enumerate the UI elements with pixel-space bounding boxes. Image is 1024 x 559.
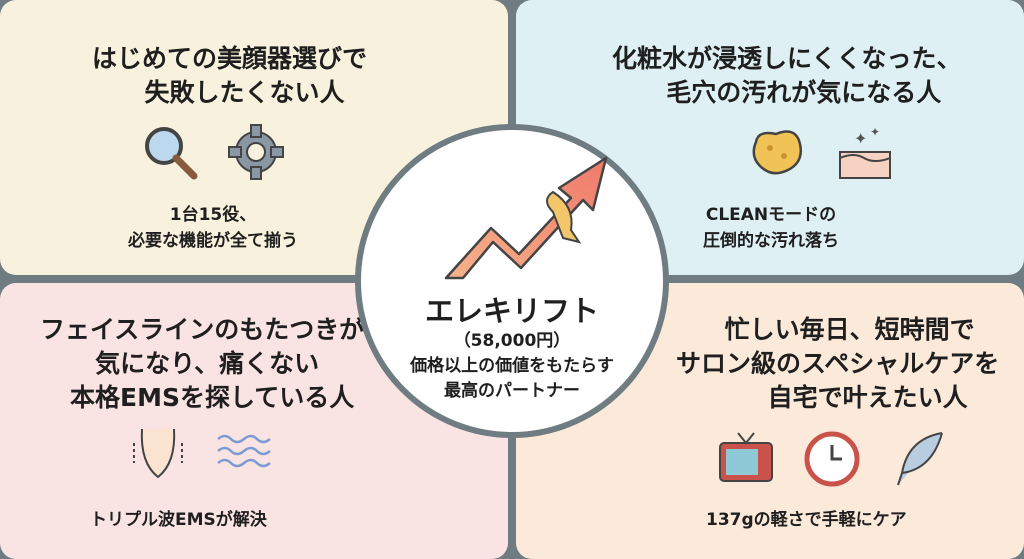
product-price: （58,000円） [453, 331, 571, 351]
quadrant-icons [716, 429, 948, 489]
product-center-circle: エレキリフト （58,000円） 価格以上の価値をもたらす最高のパートナー [355, 124, 669, 438]
quadrant-benefit: CLEANモードの圧倒的な汚れ落ち [703, 205, 839, 251]
quadrant-icons [128, 423, 274, 483]
quadrant-title: はじめての美顔器選びで失敗したくない人 [92, 44, 368, 107]
sponge-icon [752, 130, 802, 175]
product-tagline: 価格以上の価値をもたらす最高のパートナー [410, 356, 614, 401]
feather-icon [897, 432, 943, 486]
quadrant-icons: ✦✦ [748, 122, 894, 182]
quadrant-title: 化粧水が浸透しにくくなった、毛穴の汚れが気になる人 [612, 44, 962, 107]
tv-icon [719, 432, 773, 482]
gear-icon [228, 124, 284, 180]
quadrant-pore-concerns: 化粧水が浸透しにくくなった、毛穴の汚れが気になる人 ✦✦ CLEANモードの圧倒… [516, 0, 1024, 275]
face-icon [133, 428, 183, 479]
quadrant-icons [140, 122, 286, 182]
svg-text:✦: ✦ [870, 125, 880, 139]
quadrant-benefit: 1台15役、必要な機能が全て揃う [128, 205, 298, 251]
wave-icon [217, 434, 271, 468]
magnifier-icon [145, 127, 198, 180]
quadrant-title: フェイスラインのもたつきが気になり、痛くない本格EMSを探している人 [40, 315, 365, 412]
quadrant-busy-users: 忙しい毎日、短時間でサロン級のスペシャルケアを自宅で叶えたい人 137gの軽さで… [516, 283, 1024, 559]
skin-sparkle-icon: ✦✦ [839, 125, 891, 179]
quadrant-title: 忙しい毎日、短時間でサロン級のスペシャルケアを自宅で叶えたい人 [676, 315, 1000, 412]
clock-icon [804, 431, 860, 487]
quadrant-benefit: 137gの軽さで手軽にケア [706, 510, 907, 530]
rising-arrow-ribbon-icon [444, 156, 608, 280]
product-name: エレキリフト [424, 294, 599, 328]
svg-text:✦: ✦ [854, 129, 867, 148]
quadrant-first-time-buyers: はじめての美顔器選びで失敗したくない人 1台15役、必要な機能が全て揃う [0, 0, 508, 275]
quadrant-benefit: トリプル波EMSが解決 [90, 510, 267, 530]
